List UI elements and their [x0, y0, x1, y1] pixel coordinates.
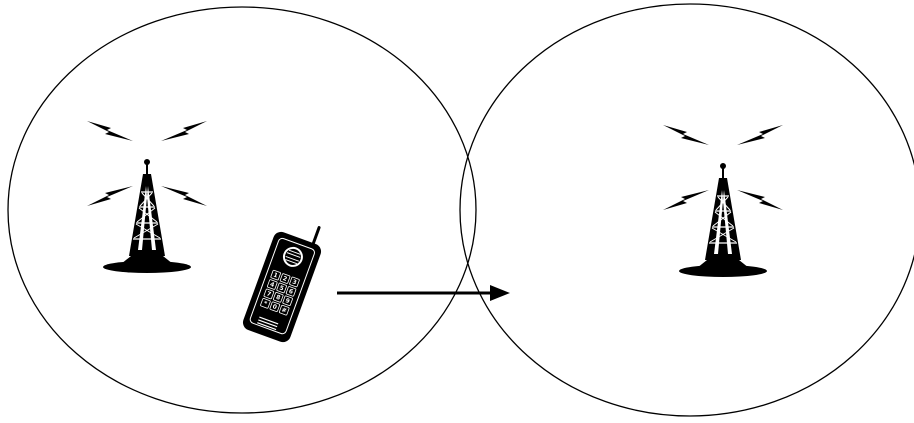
- source-cell-circle: [8, 7, 476, 413]
- radio-tower-icon: [663, 125, 783, 277]
- target-cell-circle: [460, 4, 914, 416]
- radio-tower-icon: [87, 121, 207, 273]
- right-arrow-icon: [337, 285, 510, 301]
- mobile-phone-icon: 1 2 3 4 5 6 7 8 9 * 0: [241, 213, 330, 345]
